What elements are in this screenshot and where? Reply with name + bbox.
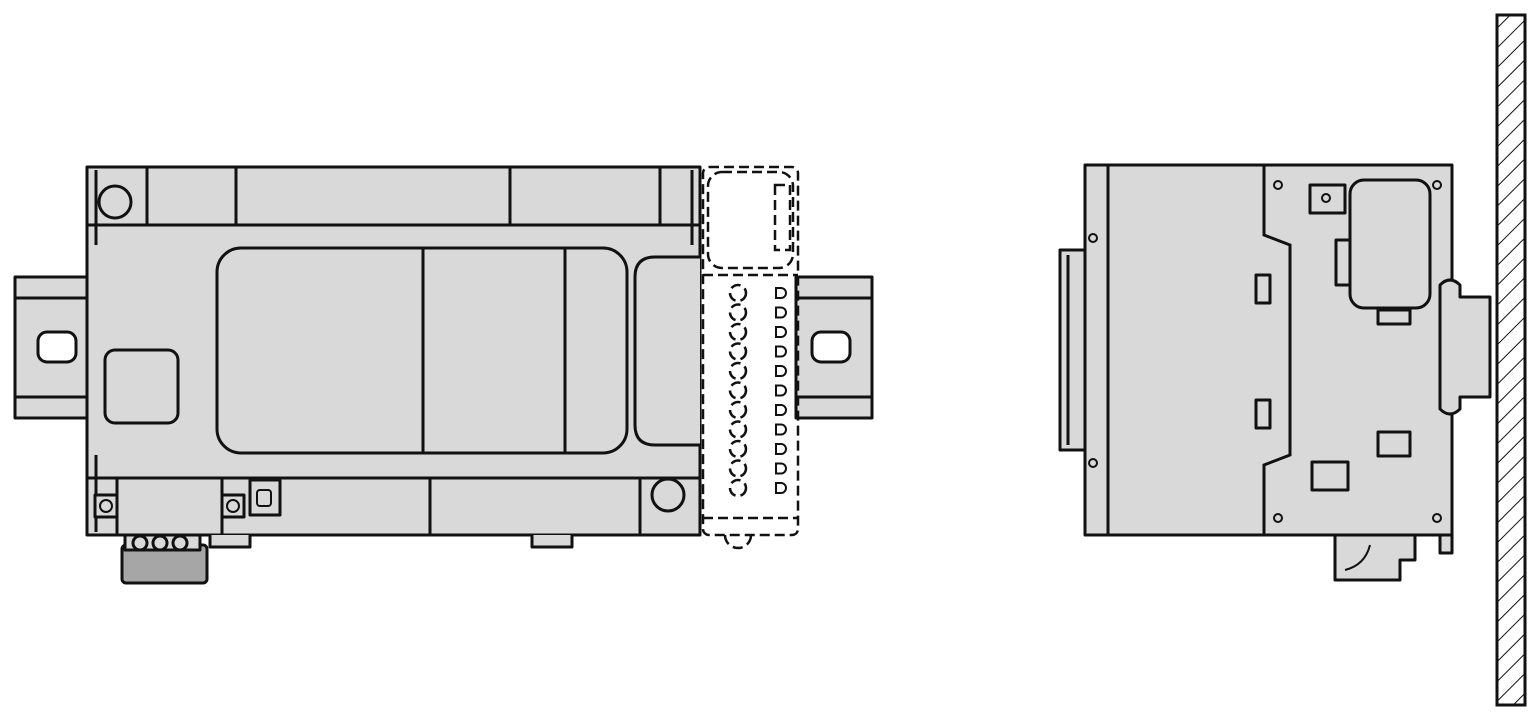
switch bbox=[248, 478, 282, 517]
terminal-contact bbox=[775, 384, 787, 397]
terminal-contact bbox=[775, 306, 787, 319]
screw-terminal bbox=[93, 493, 119, 519]
terminal-screw bbox=[728, 420, 748, 439]
screw-terminal bbox=[220, 493, 246, 519]
rail-slot bbox=[36, 330, 78, 364]
mounting-wall bbox=[1495, 13, 1527, 707]
terminal-contact bbox=[775, 345, 787, 358]
mounting-hole bbox=[97, 184, 133, 220]
power-connector bbox=[120, 533, 209, 585]
bracket bbox=[1308, 183, 1347, 215]
terminal-contact bbox=[775, 482, 787, 494]
terminal-block bbox=[701, 165, 800, 550]
terminal-contact bbox=[775, 326, 787, 338]
cover-module bbox=[1348, 178, 1432, 310]
side-view bbox=[1058, 163, 1492, 582]
terminal-screw bbox=[728, 381, 748, 400]
mounting-hole bbox=[650, 477, 686, 513]
terminal-screw bbox=[728, 322, 748, 342]
terminal-screw bbox=[728, 400, 748, 420]
controller-body bbox=[85, 165, 702, 537]
rail-slot bbox=[810, 330, 852, 364]
din-clip bbox=[208, 535, 252, 549]
terminal-contact bbox=[775, 404, 787, 416]
terminal-screw bbox=[728, 303, 748, 322]
terminal-contact bbox=[775, 462, 787, 475]
terminal-screw bbox=[728, 342, 748, 361]
terminal-screw bbox=[728, 439, 748, 459]
terminal-contact bbox=[775, 423, 787, 436]
din-rail-left bbox=[13, 275, 92, 420]
din-rail-right bbox=[794, 275, 874, 420]
din-clip bbox=[530, 535, 574, 549]
terminal-screw bbox=[728, 478, 748, 498]
terminal-contact bbox=[775, 365, 787, 377]
terminal-contact bbox=[775, 287, 787, 299]
terminal-screw bbox=[728, 361, 748, 381]
terminal-screw bbox=[728, 283, 748, 303]
side-cover bbox=[633, 255, 700, 447]
din-latch bbox=[1333, 533, 1417, 582]
terminal-contact bbox=[775, 443, 787, 455]
front-view bbox=[13, 165, 874, 585]
din-rail-profile bbox=[1438, 278, 1492, 416]
terminal-screw bbox=[728, 459, 748, 478]
port-cover bbox=[103, 348, 180, 425]
